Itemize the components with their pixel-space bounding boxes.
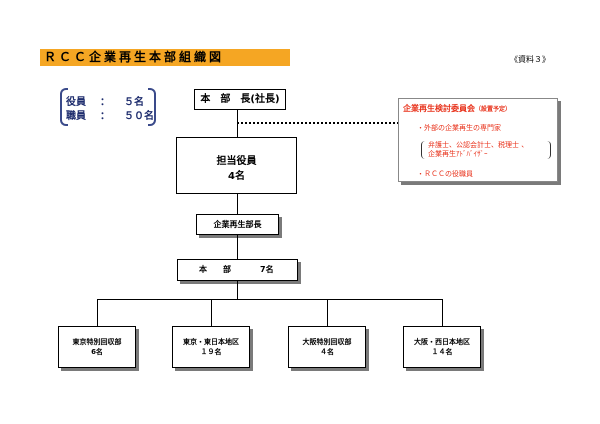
officer-title: 担当役員: [216, 156, 257, 167]
connector-line: [211, 299, 212, 326]
connector-line: [237, 110, 238, 137]
committee-title: 企業再生検討委員会（設置予定）: [403, 103, 511, 114]
committee-connector: [237, 122, 399, 124]
committee-note: （設置予定）: [475, 106, 512, 113]
branch-count: １９名: [200, 348, 222, 356]
head-box: 本 部 長(社長): [194, 89, 286, 110]
manager-label: 企業再生部長: [213, 220, 262, 229]
staff-colon: ：: [100, 97, 110, 108]
hq-count: 7名: [260, 265, 274, 274]
staff-row-employees: 職員 ： ５０名: [66, 107, 154, 122]
connector-line: [442, 299, 443, 326]
staff-colon: ：: [100, 111, 110, 122]
officer-count: 4名: [228, 171, 245, 182]
connector-line: [97, 299, 98, 326]
staff-label: 役員: [66, 97, 86, 108]
hq-box: 本 部 7名: [177, 259, 298, 281]
staff-row-officers: 役員 ： ５名: [66, 93, 144, 108]
committee-title-text: 企業再生検討委員会: [403, 104, 475, 113]
branch-count: １４名: [431, 348, 453, 356]
connector-line: [237, 194, 238, 214]
hq-label: 本 部: [199, 265, 231, 274]
branch-name: 東京特別回収部: [72, 338, 122, 346]
branch-osaka-west: 大阪・西日本地区 １４名: [403, 326, 481, 368]
connector-line: [237, 281, 238, 299]
left-bracket: [60, 88, 68, 126]
document-reference: 《資料３》: [510, 55, 550, 64]
manager-box: 企業再生部長: [196, 214, 279, 235]
committee-item-professionals: 弁護士、公認会計士、税理士 、: [428, 141, 529, 149]
committee-box: 企業再生検討委員会（設置予定） ・外部の企業再生の専門家 弁護士、公認会計士、税…: [398, 98, 558, 182]
staff-label: 職員: [66, 111, 86, 122]
branch-tokyo-special: 東京特別回収部 6名: [58, 326, 136, 368]
branch-count: 6名: [91, 348, 103, 356]
page-title: ＲＣＣ企業再生本部組織図: [44, 50, 225, 64]
committee-item-rcc: ・ＲＣＣの役職員: [417, 170, 473, 178]
committee-item-advisors: 企業再生ｱﾄﾞﾊﾞｲｻﾞｰ: [428, 150, 488, 158]
staff-value: ５名: [124, 97, 144, 108]
connector-line: [237, 235, 238, 259]
branch-name: 大阪特別回収部: [302, 338, 352, 346]
branch-bus-line: [97, 299, 442, 300]
branch-name: 大阪・西日本地区: [414, 338, 470, 346]
title-bar: [40, 49, 290, 66]
officer-box: 担当役員 4名: [176, 137, 297, 194]
connector-line: [327, 299, 328, 326]
right-bracket: [148, 88, 156, 126]
committee-item-external: ・外部の企業再生の専門家: [417, 124, 501, 132]
branch-osaka-special: 大阪特別回収部 ４名: [288, 326, 366, 368]
head-label: 本 部 長(社長): [200, 94, 280, 105]
committee-bracket: [421, 141, 551, 159]
branch-name: 東京・東日本地区: [183, 338, 239, 346]
branch-count: ４名: [320, 348, 334, 356]
branch-tokyo-east: 東京・東日本地区 １９名: [172, 326, 250, 368]
staff-value: ５０名: [124, 111, 154, 122]
staff-summary: 役員 ： ５名 職員 ： ５０名: [60, 88, 156, 126]
